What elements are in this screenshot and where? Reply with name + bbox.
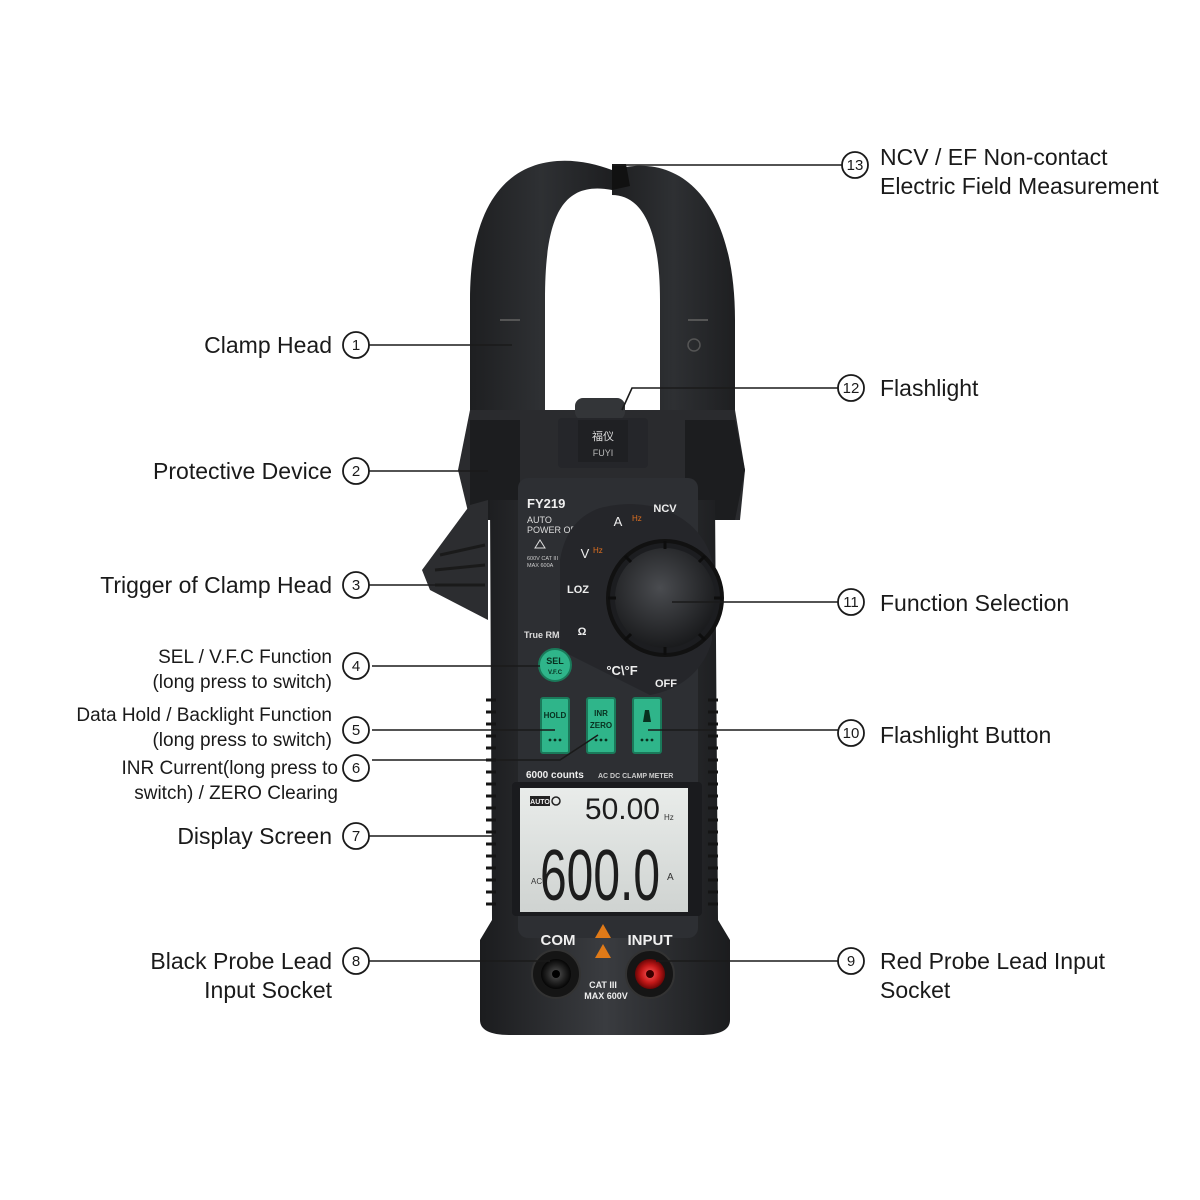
- callout-5-line-1: Data Hold / Backlight Function: [76, 705, 332, 726]
- callout-num-10: 10: [843, 725, 860, 742]
- callout-num-11: 11: [843, 594, 859, 611]
- dial-amp: A: [614, 514, 623, 529]
- lcd-ac-mark: AC: [531, 877, 542, 886]
- callout-num-3: 3: [352, 577, 360, 594]
- lcd-primary-unit: A: [667, 872, 674, 883]
- callout-2-label: Protective Device: [153, 457, 332, 486]
- lcd-screen: [520, 788, 688, 912]
- hold-button: [540, 697, 570, 754]
- callout-11-label: Function Selection: [880, 589, 1069, 618]
- vfc-text: V.F.C: [548, 670, 563, 676]
- callout-6-line-2: switch) / ZERO Clearing: [134, 783, 338, 804]
- dial-volt-hz: Hz: [593, 546, 603, 555]
- lcd-auto-badge: AUTO: [530, 799, 550, 806]
- callout-13-line-1: NCV / EF Non-contact: [880, 144, 1108, 170]
- callout-6-line-1: INR Current(long press to: [121, 758, 338, 779]
- callout-1-label: Clamp Head: [204, 331, 332, 360]
- callout-num-7: 7: [352, 828, 360, 845]
- callout-8-line-2: Input Socket: [204, 977, 332, 1003]
- callout-12-label: Flashlight: [880, 374, 978, 403]
- trigger: [422, 500, 488, 620]
- callout-num-8: 8: [352, 953, 360, 970]
- dial-volt: V: [581, 546, 590, 561]
- inr-button: [586, 697, 616, 754]
- callout-8-line-1: Black Probe Lead: [150, 948, 332, 974]
- hold-text: HOLD: [544, 711, 567, 720]
- callout-9-line-1: Red Probe Lead Input: [880, 948, 1106, 974]
- true-rms-label: True RMS: [524, 630, 566, 640]
- callout-4-label: SEL / V.F.C Function (long press to swit…: [152, 645, 332, 695]
- model-label: FY219: [527, 496, 565, 511]
- callout-1-line-1: Clamp Head: [204, 332, 332, 358]
- callout-num-2: 2: [352, 463, 360, 480]
- clamp-jaw: [470, 160, 612, 420]
- flashlight: [575, 398, 625, 420]
- callout-num-1: 1: [352, 337, 360, 354]
- lcd-secondary: 50.00: [585, 793, 660, 826]
- inr-text: INR: [594, 709, 608, 718]
- callout-10-line-1: Flashlight Button: [880, 722, 1052, 748]
- callout-7-label: Display Screen: [177, 822, 332, 851]
- callout-num-9: 9: [847, 953, 855, 970]
- counts-label: 6000 counts: [526, 770, 584, 781]
- callout-2-line-1: Protective Device: [153, 458, 332, 484]
- com-label: COM: [541, 932, 576, 949]
- dial-off: OFF: [655, 678, 677, 690]
- callout-7-line-1: Display Screen: [177, 823, 332, 849]
- clamp-jaw-right: [612, 165, 735, 420]
- callout-num-5: 5: [352, 722, 360, 739]
- callout-9-label: Red Probe Lead Input Socket: [880, 947, 1105, 1005]
- lcd-primary: 600.0: [540, 836, 660, 916]
- dial-loz: LOZ: [567, 584, 589, 596]
- dial-ncv: NCV: [653, 503, 677, 515]
- power-off-label: POWER OFF: [527, 525, 582, 535]
- flashlight-button-shape: [632, 697, 662, 754]
- socket-rating-2: MAX 600V: [584, 991, 628, 1001]
- brand-en: FUYI: [593, 448, 614, 458]
- brand-badge: [578, 420, 628, 462]
- callout-9-line-2: Socket: [880, 977, 951, 1003]
- callout-num-12: 12: [843, 380, 860, 397]
- auto-label: AUTO: [527, 515, 552, 525]
- callout-num-4: 4: [352, 658, 360, 675]
- callout-num-13: 13: [847, 157, 864, 174]
- callout-4-line-2: (long press to switch): [152, 672, 332, 693]
- callout-13-line-2: Electric Field Measurement: [880, 173, 1159, 199]
- callout-3-line-1: Trigger of Clamp Head: [100, 572, 332, 598]
- counts-sub-label: AC DC CLAMP METER: [598, 773, 673, 780]
- rating-line-2: MAX 600A: [527, 563, 554, 569]
- callout-8-label: Black Probe Lead Input Socket: [150, 947, 332, 1005]
- callout-11-line-1: Function Selection: [880, 590, 1070, 616]
- callout-13-label: NCV / EF Non-contact Electric Field Meas…: [880, 143, 1159, 201]
- callout-6-label: INR Current(long press to switch) / ZERO…: [122, 756, 338, 806]
- callout-4-line-1: SEL / V.F.C Function: [158, 647, 332, 668]
- socket-rating-1: CAT III: [589, 980, 617, 990]
- dial-amp-hz: Hz: [632, 514, 642, 523]
- brand-cn: 福仪: [592, 429, 614, 443]
- zero-text: ZERO: [590, 721, 612, 730]
- callout-5-line-2: (long press to switch): [152, 730, 332, 751]
- rating-line-1: 600V CAT III: [527, 556, 558, 562]
- callout-12-line-1: Flashlight: [880, 375, 979, 401]
- callout-numbers: 13 1 12 2 3 11 4 5 10 6 7 8 9: [352, 157, 864, 970]
- lcd-secondary-unit: Hz: [664, 813, 674, 822]
- sel-text: SEL: [546, 656, 564, 666]
- sel-button: [538, 648, 572, 682]
- dial-ohm: Ω: [578, 626, 587, 638]
- callout-3-label: Trigger of Clamp Head: [100, 571, 332, 600]
- callout-num-6: 6: [352, 760, 360, 777]
- callout-number-circles: [342, 151, 869, 975]
- callout-5-label: Data Hold / Backlight Function (long pre…: [76, 703, 332, 753]
- dial-temp: °C\°F: [606, 663, 637, 678]
- input-label: INPUT: [628, 932, 673, 949]
- leader-lines: [368, 164, 842, 962]
- callout-10-label: Flashlight Button: [880, 721, 1051, 750]
